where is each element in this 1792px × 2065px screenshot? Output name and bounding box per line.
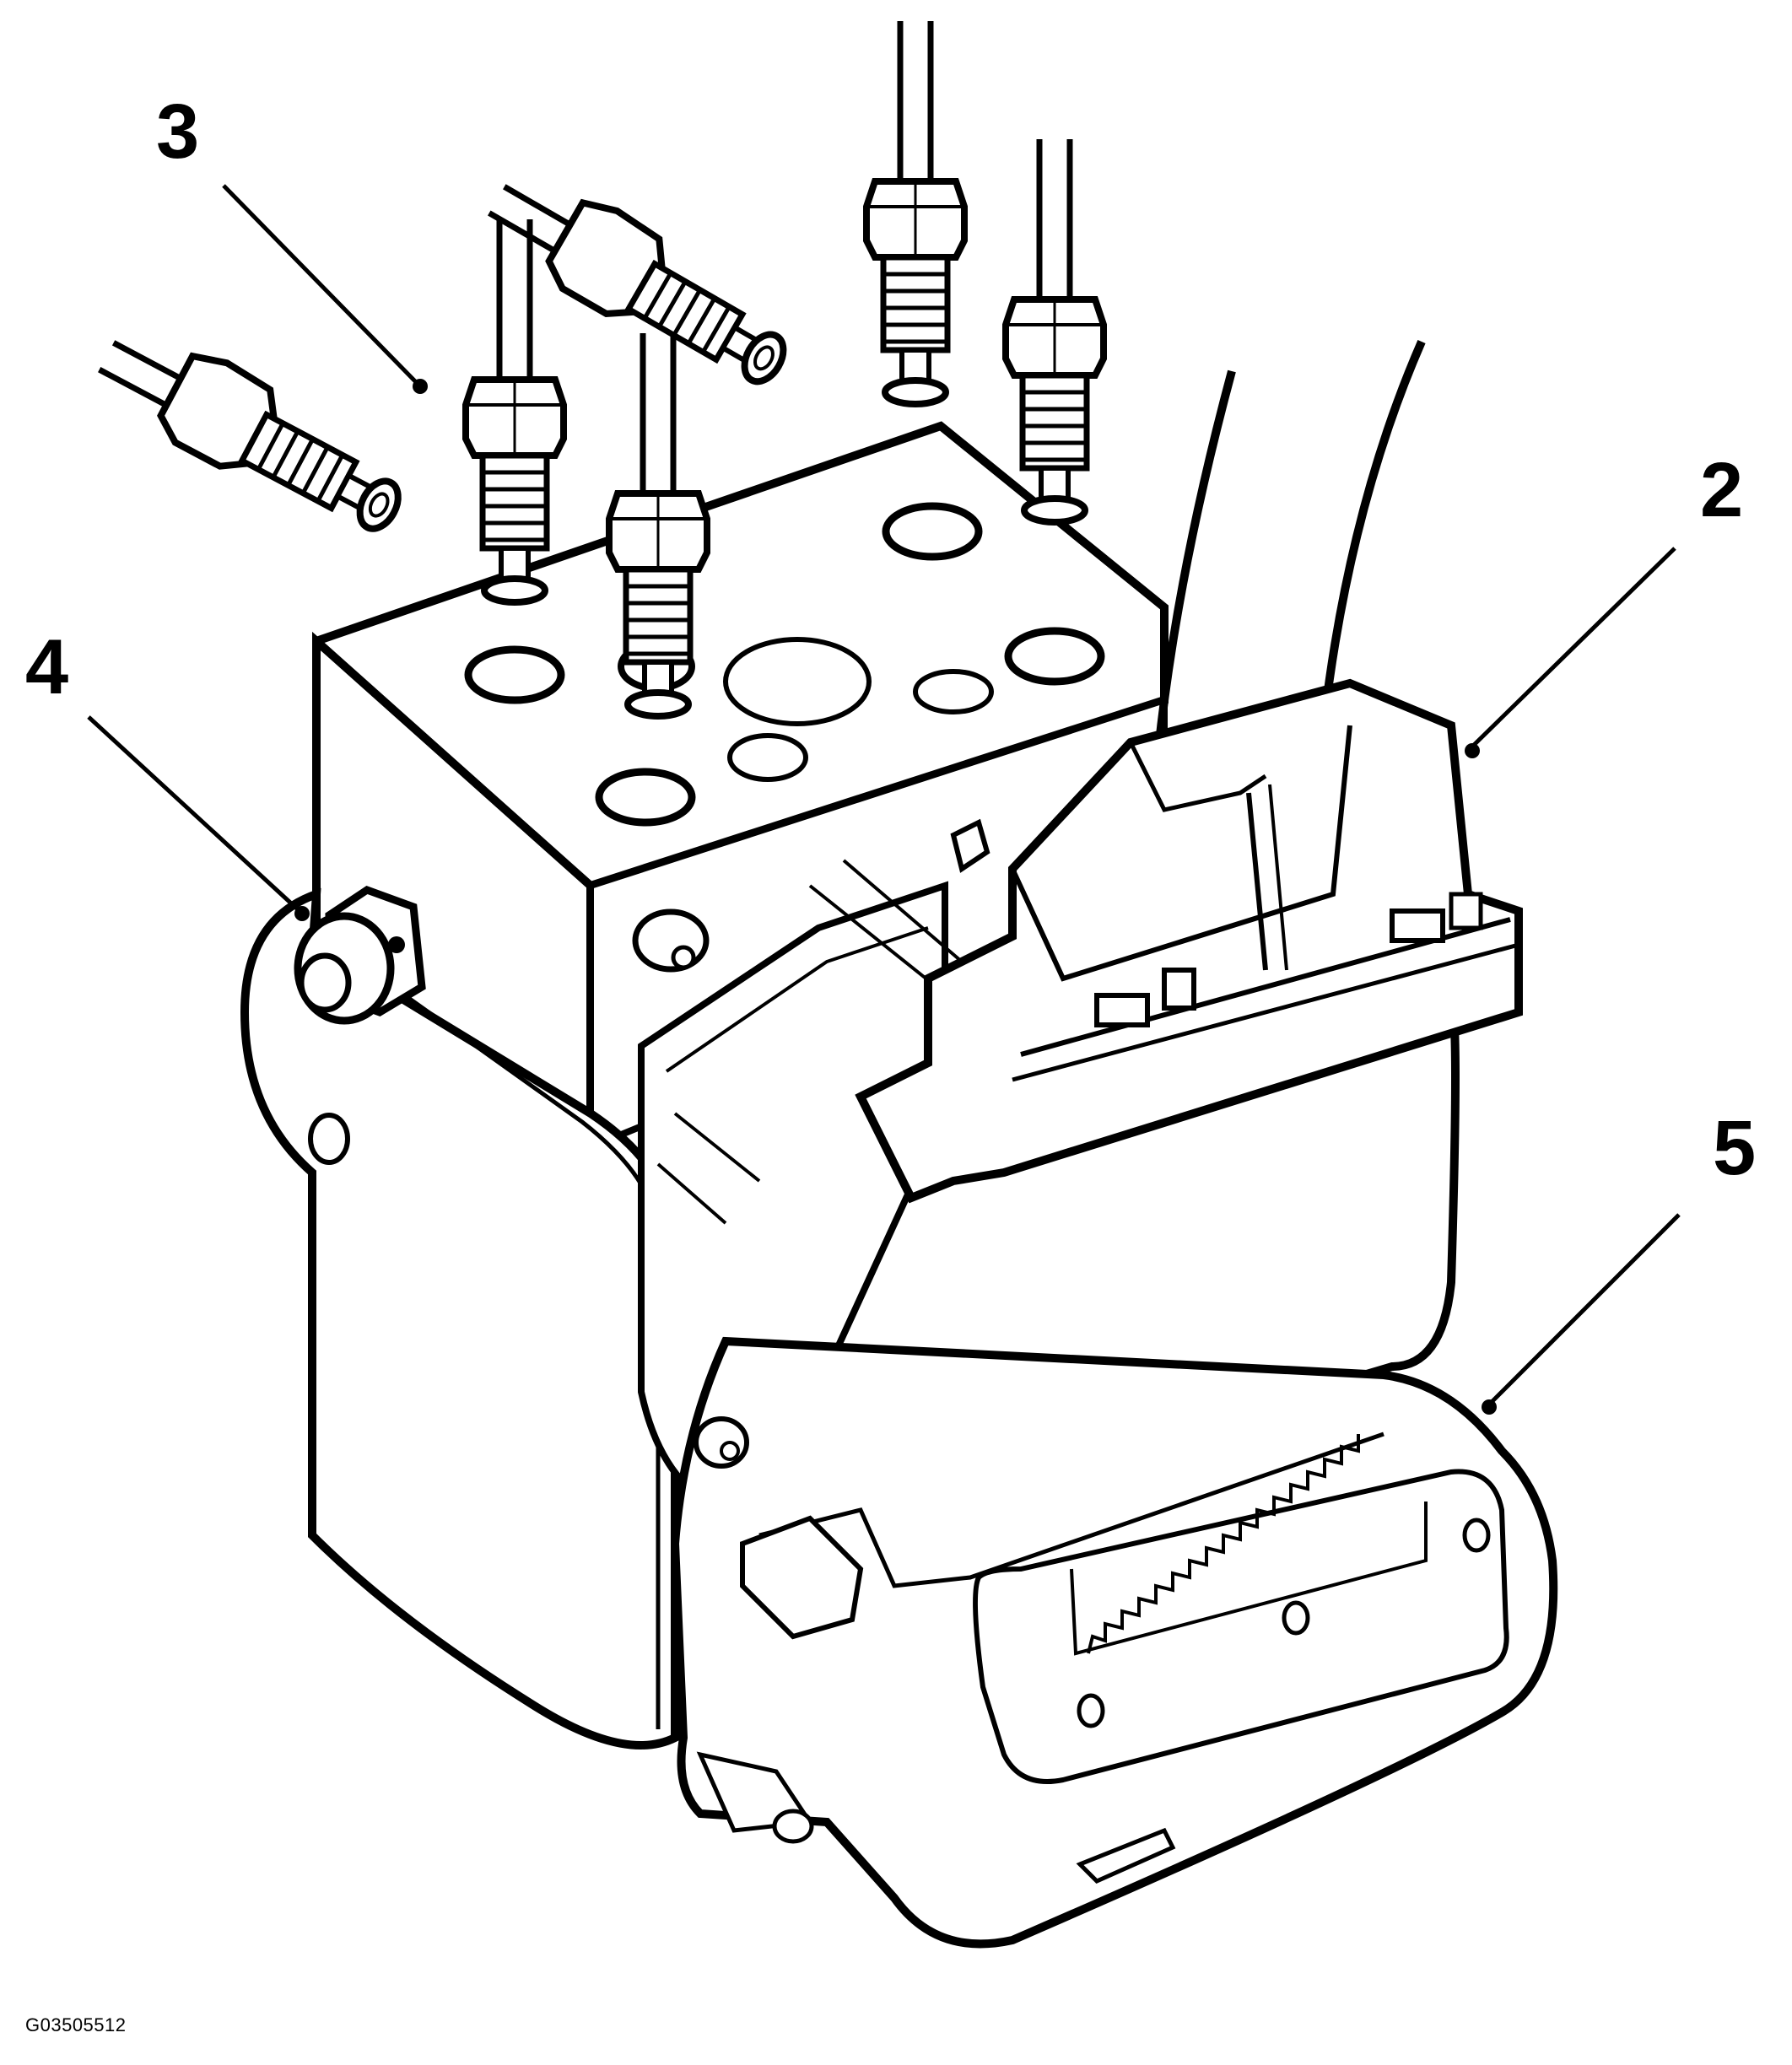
control-module [670,1336,1558,1949]
callout-3: 3 [156,89,200,175]
figure-id: G03505512 [25,2014,127,2035]
callout-4: 4 [25,624,69,710]
mounting-nut [294,885,426,1025]
harness-connector [855,340,1523,1204]
leader-lines [87,184,1681,1415]
callout-2: 2 [1700,447,1744,533]
callout-5: 5 [1713,1105,1757,1191]
